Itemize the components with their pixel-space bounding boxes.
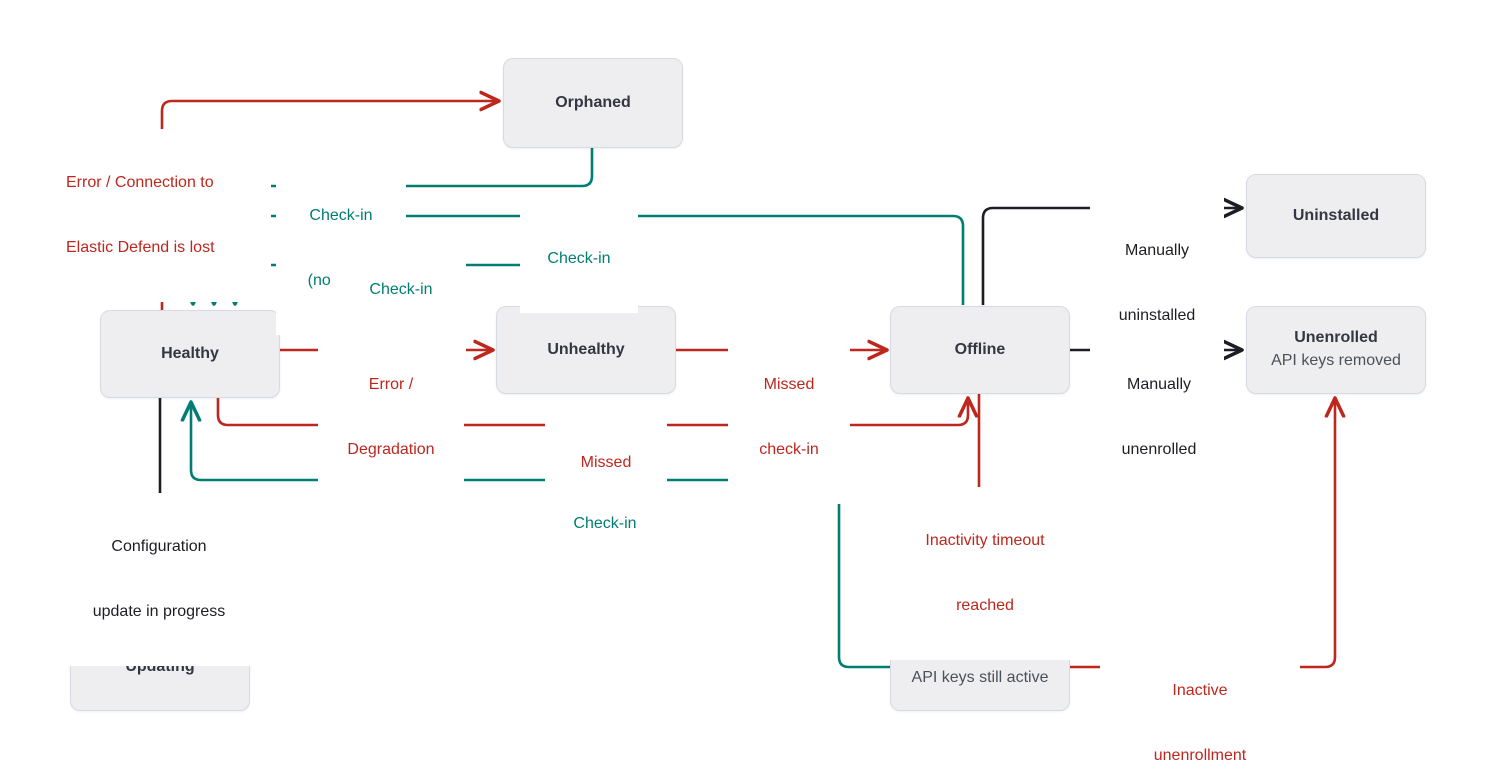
edge-label-line1: Missed [580,454,632,472]
edge-label-line1: Check-in [369,281,433,299]
edge-label-inactive-to-healthy: Check-in [546,470,664,578]
node-offline-title: Offline [954,341,1006,358]
node-unhealthy[interactable]: Unhealthy [496,306,676,394]
node-uninstalled-title: Uninstalled [1292,207,1380,224]
edge-label-offline-to-unenrolled: Manually unenrolled [1094,331,1224,504]
edge-offline-to-uninstalled [981,208,1241,305]
node-orphaned[interactable]: Orphaned [503,58,683,148]
edge-label-offline-to-inactive: Inactivity timeout reached [886,487,1084,660]
edge-label-line1: Manually [1124,242,1190,260]
edge-label-line2: unenrollment [1153,746,1247,764]
edge-label-line1: Inactive [1172,682,1228,700]
node-healthy-title: Healthy [161,345,219,362]
node-offline[interactable]: Offline [890,306,1070,394]
node-unhealthy-title: Unhealthy [547,341,625,358]
edge-label-line2: reached [956,596,1014,614]
edge-label-line1: Configuration [111,538,207,556]
edge-label-line1: Error / Connection to [66,174,214,192]
node-healthy[interactable]: Healthy [100,310,280,398]
node-inactive-subtitle: API keys still active [911,669,1049,687]
node-unenrolled[interactable]: Unenrolled API keys removed [1246,306,1426,394]
edge-label-line1: Check-in [309,207,373,225]
node-orphaned-title: Orphaned [555,94,631,111]
edge-label-line1: Error / [368,376,414,394]
edge-label-unhealthy-to-offline: Missed check-in [728,331,850,504]
node-unenrolled-subtitle: API keys removed [1271,352,1401,370]
edge-label-healthy-to-unhealthy: Error / Degradation [318,331,464,504]
edge-label-line2: update in progress [92,602,226,620]
node-unenrolled-title: Unenrolled [1294,329,1378,347]
edge-label-line1: Check-in [573,515,637,533]
edge-label-inactive-to-unenrolled: Inactive unenrollment timeout reached [1100,637,1300,769]
edge-label-line2: check-in [759,440,819,458]
edge-label-line2: Elastic Defend is lost [66,238,215,256]
edge-label-line2: uninstalled [1118,306,1196,324]
edge-label-line2: unenrolled [1121,440,1197,458]
edge-label-line1: Missed [763,376,815,394]
node-uninstalled[interactable]: Uninstalled [1246,174,1426,258]
edge-label-line1: Inactivity timeout [925,532,1045,550]
edge-healthy-to-orphaned [160,101,498,312]
edge-label-offline-to-healthy: Check-in [520,205,638,313]
edge-inactive-to-unenrolled [1069,399,1335,669]
edge-label-healthy-to-orphaned: Error / Connection to Elastic Defend is … [66,129,271,302]
edge-label-healthy-to-updating: Configuration update in progress [63,493,255,666]
edge-label-line2: Degradation [347,440,435,458]
edge-label-line1: Manually [1126,376,1192,394]
edge-label-line1: Check-in [547,250,611,268]
